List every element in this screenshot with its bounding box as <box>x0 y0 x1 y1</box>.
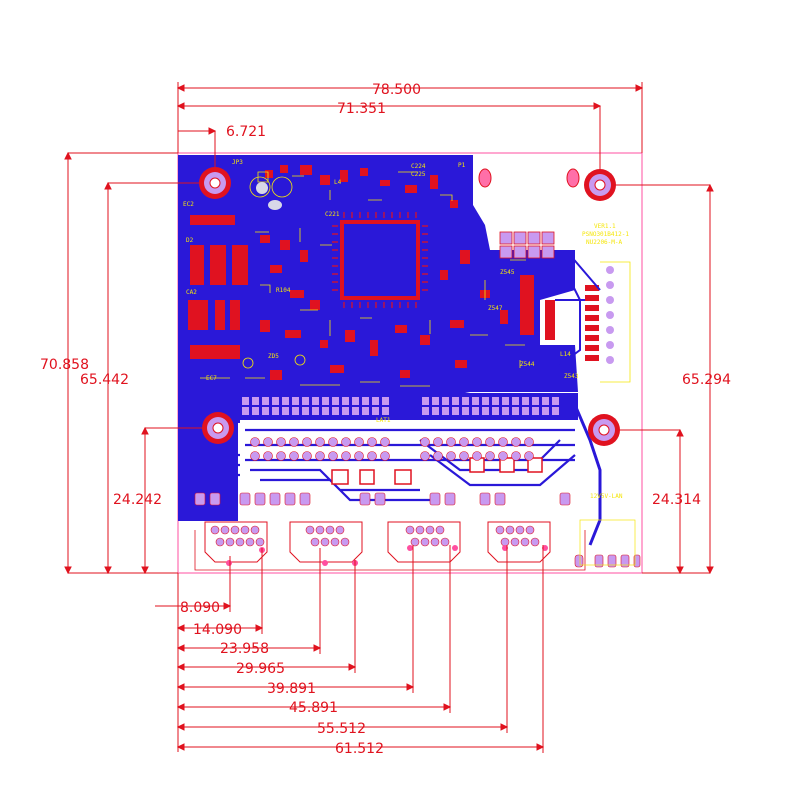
dim-line-left-lower-hole <box>144 427 205 573</box>
dim-bottom-5: 39.891 <box>267 681 316 697</box>
dim-line-top-overall <box>177 82 643 153</box>
dim-bottom-4: 29.965 <box>236 661 285 677</box>
label-c224: C224 <box>411 163 426 170</box>
rj45-ports <box>194 521 586 571</box>
dim-bottom-6: 45.891 <box>289 700 338 716</box>
label-c225: C225 <box>411 171 426 178</box>
dim-right-hole-height: 65.294 <box>682 372 731 388</box>
label-l14: L14 <box>560 351 571 358</box>
label-lat1: LAT1 <box>376 417 391 424</box>
dim-line-top-hole-span <box>178 105 601 172</box>
power-connector <box>574 554 641 568</box>
label-p1: P1 <box>458 162 466 169</box>
pad-jp3-1 <box>256 182 268 194</box>
main-ic-body <box>344 224 416 296</box>
pad-oval-2 <box>566 168 580 188</box>
label-d2: D2 <box>186 237 194 244</box>
header-strip-left <box>238 395 408 417</box>
dim-left-hole-height: 65.442 <box>80 372 129 388</box>
dim-line-right-hole-height <box>616 184 711 574</box>
label-z544: Z544 <box>520 361 535 368</box>
dim-line-bottom-6 <box>178 545 451 713</box>
rj45-pins <box>210 525 540 547</box>
label-ec2: EC2 <box>183 201 194 208</box>
right-connector <box>499 231 631 546</box>
dim-bottom-3: 23.958 <box>220 641 269 657</box>
mount-hole-top-left <box>199 167 231 199</box>
dim-left-hole-offset: 6.721 <box>226 124 266 140</box>
components <box>188 165 555 380</box>
main-ic-pins <box>332 212 428 308</box>
dim-line-bottom-8 <box>178 545 544 753</box>
label-ca2: CA2 <box>186 289 197 296</box>
dim-line-bottom-2 <box>178 548 263 634</box>
dimension-labels: 78.500 71.351 6.721 70.858 65.442 65.294… <box>40 82 731 757</box>
header-strip-right <box>418 395 578 417</box>
label-part1: PSNO301B412-1 <box>582 231 629 238</box>
dim-left-lower-hole: 24.242 <box>113 492 162 508</box>
dim-line-bottom-5 <box>178 545 414 693</box>
dim-bottom-7: 55.512 <box>317 721 366 737</box>
pad-oval-1 <box>478 168 492 188</box>
label-l4: L4 <box>334 179 342 186</box>
dim-line-bottom-7 <box>178 545 508 733</box>
mount-hole-top-right <box>584 169 616 201</box>
dim-left-overall-height: 70.858 <box>40 357 89 373</box>
dim-line-right-lower-hole <box>618 429 681 573</box>
dim-bottom-8: 61.512 <box>335 741 384 757</box>
dim-line-bottom-3 <box>178 548 321 654</box>
dim-line-bottom-4 <box>178 560 356 673</box>
dim-top-overall: 78.500 <box>372 82 421 98</box>
dimension-lines <box>64 82 714 753</box>
mount-hole-bottom-left <box>202 412 234 444</box>
lower-traces <box>190 420 580 506</box>
label-zd5: ZD5 <box>268 353 279 360</box>
dim-top-hole-span: 71.351 <box>337 101 386 117</box>
pad-jp3-2 <box>268 200 282 210</box>
mount-hole-bottom-right <box>588 414 620 446</box>
label-ec7: EC7 <box>206 375 217 382</box>
label-z543: Z543 <box>564 373 579 380</box>
label-z547: Z547 <box>488 305 503 312</box>
mounting-holes <box>199 167 620 446</box>
dim-line-left-overall-height <box>67 152 178 574</box>
label-jp3: JP3 <box>232 159 243 166</box>
dim-bottom-2: 14.090 <box>193 622 242 638</box>
silkscreen-labels: EC2 JP3 L4 C224 C225 P1 C221 D2 CA2 EC7 … <box>183 159 629 500</box>
dim-bottom-1: 8.090 <box>180 600 220 616</box>
label-c221: C221 <box>325 211 340 218</box>
label-r104: R104 <box>276 287 291 294</box>
silkscreen-marks <box>200 171 526 387</box>
label-power: 12V5V-LAN <box>590 493 623 500</box>
label-ver: VER1.1 <box>594 223 616 230</box>
label-z545: Z545 <box>500 269 515 276</box>
label-part2: NU2206-M-A <box>586 239 623 246</box>
dim-line-left-hole-height <box>107 182 200 573</box>
board: EC2 JP3 L4 C224 C225 P1 C221 D2 CA2 EC7 … <box>177 152 643 574</box>
dim-right-lower-hole: 24.314 <box>652 492 701 508</box>
dim-line-bottom-1 <box>155 556 231 612</box>
